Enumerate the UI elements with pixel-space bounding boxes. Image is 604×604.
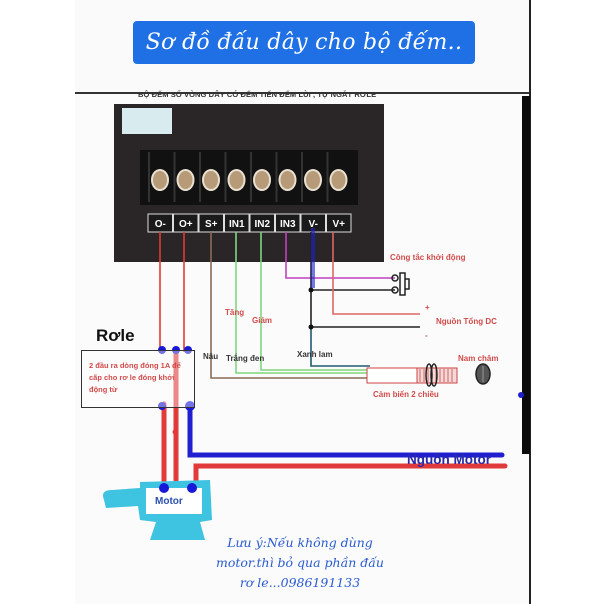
sensor-label: Cảm biến 2 chiều	[373, 390, 439, 399]
junction-dot	[308, 287, 314, 293]
relay-description: 2 đầu ra dòng đóng 1A để cấp cho rơ le đ…	[89, 361, 181, 394]
terminal-screw	[151, 169, 169, 191]
terminal-separator	[275, 152, 278, 202]
note-line-3: rơ le...0986191133	[239, 575, 361, 590]
motor-label: Motor	[155, 496, 183, 507]
junction-dot	[308, 324, 314, 330]
brown-wire-label: Nâu	[203, 352, 219, 361]
terminal-label-vplus: V+	[332, 219, 345, 230]
terminal-label-splus: S+	[205, 219, 218, 230]
wire-in1-green	[235, 232, 370, 374]
magnet-icon	[475, 363, 491, 385]
title-banner: Sơ đồ đấu dây cho bộ đếm..	[133, 21, 475, 64]
note-text: Lưu ý:Nếu không dùng motor.thì bỏ qua ph…	[190, 533, 410, 593]
start-switch-icon	[391, 272, 410, 296]
terminal-separator	[173, 152, 176, 202]
edge-dot	[518, 392, 524, 398]
relay-box	[81, 350, 195, 408]
right-border-bar	[522, 96, 530, 454]
dc-minus-label: -	[425, 331, 428, 340]
terminal-separator	[224, 152, 227, 202]
terminal-label-vminus: V-	[309, 219, 318, 230]
dc-plus-label: +	[425, 303, 430, 312]
wire-in3-magenta	[285, 232, 395, 279]
terminal-label-ominus: O-	[155, 219, 166, 230]
terminal-screw	[202, 169, 220, 191]
decrease-label: Giảm	[252, 316, 273, 325]
device-sticker	[122, 108, 172, 134]
device-subtitle: BỘ ĐẾM SỐ VÒNG DÂY CÓ ĐẾM TIẾN ĐẾM LÙI ,…	[138, 90, 377, 99]
terminal-screw	[278, 169, 297, 191]
terminal-screw	[253, 169, 271, 191]
wire-v-plus	[332, 232, 420, 315]
terminal-label-box	[275, 213, 301, 233]
terminal-label-in2: IN2	[254, 219, 270, 230]
terminal-screws	[148, 152, 348, 202]
wire-motor-power-red	[193, 463, 508, 489]
terminal-separator	[148, 152, 150, 202]
terminal-label-in3: IN3	[280, 219, 296, 230]
wire-motor-power-blue	[187, 401, 505, 458]
increase-label: Tăng	[225, 308, 245, 317]
wire-in2-green	[260, 232, 370, 371]
motor-power-label: Nguồn Motor	[407, 452, 491, 467]
terminal-label-box	[173, 213, 199, 233]
terminal-labels: O- O+ S+ IN1 IN2 IN3 V- V+	[147, 213, 352, 233]
magnet-label: Nam châm	[458, 354, 499, 363]
sensor-icon	[366, 363, 458, 387]
note-line-1: Lưu ý:Nếu không dùng	[227, 535, 373, 550]
terminal-screw	[329, 169, 348, 191]
white-black-wire-label: Trắng đen	[226, 354, 265, 363]
terminal-label-in1: IN1	[229, 219, 245, 230]
terminal-label-box	[326, 213, 352, 233]
terminal-screw	[304, 169, 322, 191]
terminal-separator	[250, 152, 252, 202]
terminal-separator	[199, 152, 201, 202]
blue-wire-label: Xanh lam	[297, 350, 333, 359]
terminal-label-box	[249, 213, 275, 233]
motor-icon	[103, 480, 212, 540]
terminal-screw	[227, 169, 246, 191]
wire-s-plus-brown	[210, 232, 370, 379]
terminal-separator	[326, 152, 329, 202]
terminal-screw	[176, 169, 195, 191]
start-switch-label: Công tắc khởi động	[390, 253, 466, 262]
dc-power-label: Nguồn Tổng DC	[436, 317, 497, 326]
relay-title: Rơle	[96, 326, 135, 345]
terminal-label-oplus: O+	[179, 219, 193, 230]
wire-sensor-blue	[310, 327, 370, 367]
terminal-separator	[301, 152, 303, 202]
note-line-2: motor.thì bỏ qua phần đấu	[216, 555, 384, 570]
terminal-block	[140, 150, 358, 205]
